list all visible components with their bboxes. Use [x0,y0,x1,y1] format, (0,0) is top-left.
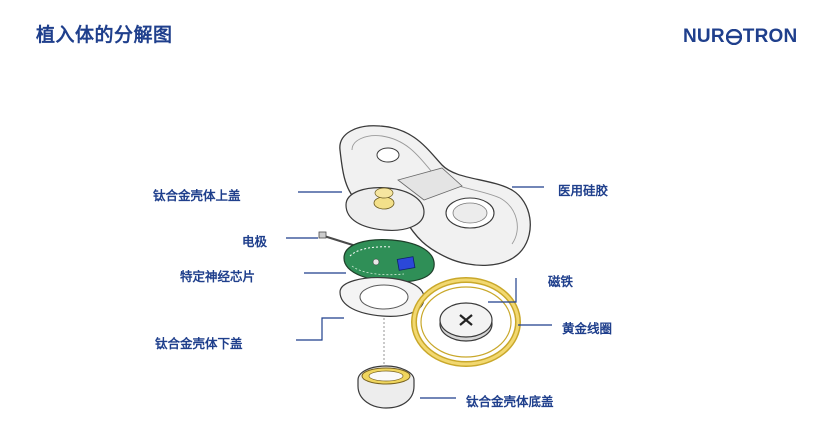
label-electrode: 电极 [242,234,268,249]
nurotron-logo: NUR TRON [683,26,797,48]
label-medical-silicone: 医用硅胶 [558,183,609,198]
leader-magnet [488,278,517,303]
page-title: 植入体的分解图 [36,24,173,46]
gold-coil [411,277,521,367]
label-neural-chip: 特定神经芯片 [180,269,256,284]
titanium-base-cover-part [357,365,415,409]
magnet-part [439,302,493,342]
titanium-lower-cover-part [339,277,425,317]
leader-lines [286,186,552,399]
logo-text-left: NUR [683,26,725,47]
label-gold-coil: 黄金线圈 [562,321,613,336]
label-magnet: 磁铁 [548,274,574,289]
leader-titanium-bottom [296,317,344,341]
silicone-housing [339,125,531,266]
logo-globe-icon [725,28,742,46]
neural-chip-board [343,239,435,283]
label-titanium-top-cover: 钛合金壳体上盖 [153,188,241,203]
electrode-lead [318,231,357,247]
logo-text-right: TRON [742,26,798,47]
label-titanium-base-cover: 钛合金壳体底盖 [466,394,554,409]
label-titanium-lower-cover: 钛合金壳体下盖 [155,336,243,351]
titanium-top-cover-part [345,187,425,231]
